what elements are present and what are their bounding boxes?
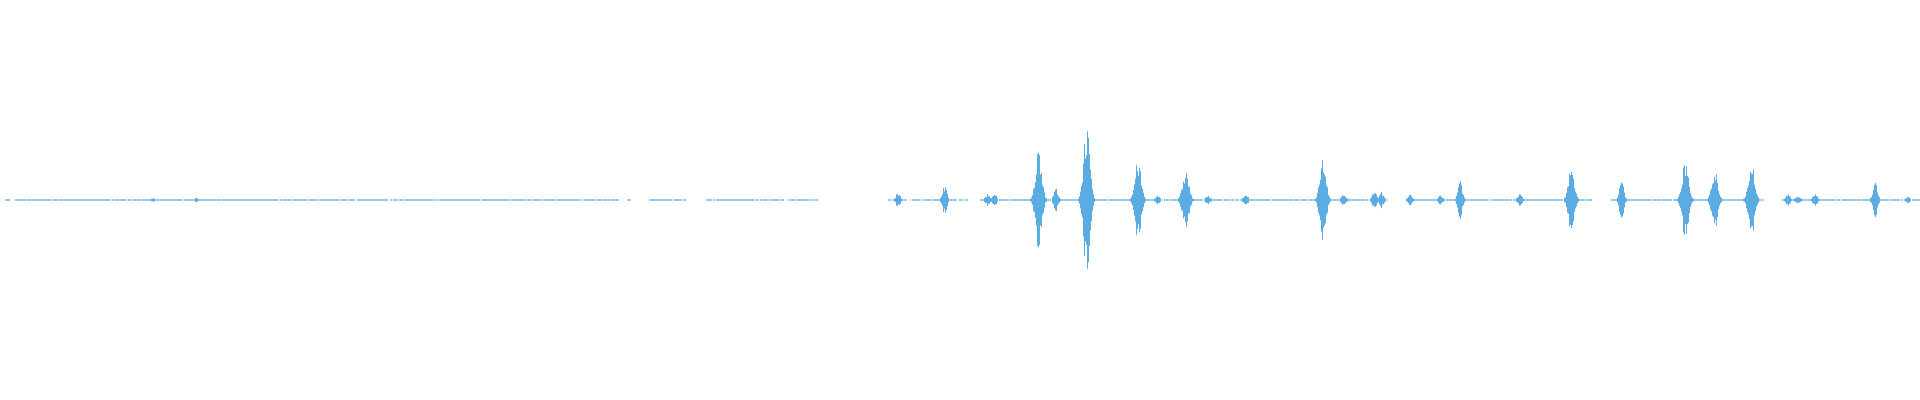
waveform-path bbox=[5, 131, 1920, 269]
